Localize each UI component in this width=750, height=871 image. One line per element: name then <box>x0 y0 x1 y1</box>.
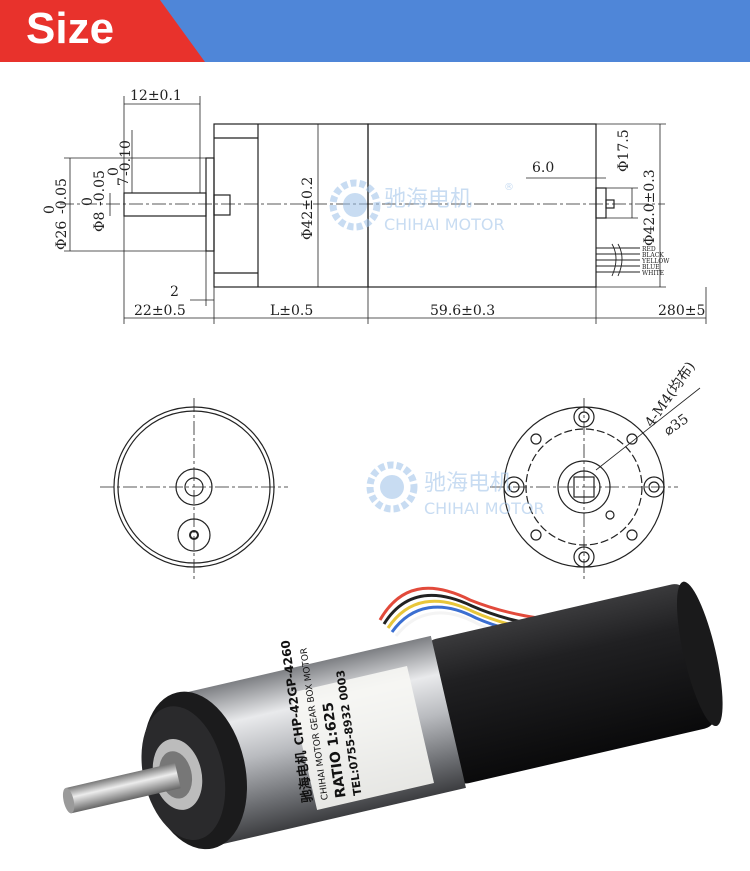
shaft-outline <box>123 192 207 217</box>
gear-icon <box>329 179 381 231</box>
dim-flat: 7 <box>116 177 132 186</box>
dim-encoder-step: 6.0 <box>532 160 554 176</box>
dim-flat-tol-bot: -0.10 <box>118 140 134 176</box>
watermark-cn: 驰海电机 <box>384 187 472 212</box>
label-brand: 驰海电机 <box>293 750 316 804</box>
dim-boss-tol-bot: -0.05 <box>54 178 70 214</box>
wire-black: BLACK <box>642 252 664 259</box>
wire-white: WHITE <box>642 270 664 277</box>
dim-motor-length: 59.6±0.3 <box>430 303 495 319</box>
shaft-key <box>213 194 231 216</box>
wire-red: RED <box>642 246 656 253</box>
page-title: Size <box>26 4 115 53</box>
watermark-logo-mid: 驰海电机 CHIHAI MOTOR <box>366 461 545 518</box>
rear-view <box>100 398 288 580</box>
gear-icon <box>366 461 418 513</box>
dim-encoder-dia: Φ17.5 <box>616 129 632 172</box>
watermark-en: CHIHAI MOTOR <box>384 215 505 234</box>
front-view-text: 4-M4(均布) ⌀35 <box>642 359 699 439</box>
photo-label <box>290 666 435 810</box>
dim-shaft-tol-top: 0 <box>80 197 96 206</box>
wire-bundle <box>596 243 640 277</box>
boss-outline <box>205 157 215 252</box>
dim-gear-dia: Φ42±0.2 <box>300 177 316 240</box>
dim-boss-tol-top: 0 <box>42 205 58 214</box>
side-dimension-text: 12±0.1 7 0 -0.10 Φ26 0 -0.05 Φ8 0 -0.05 … <box>42 88 705 319</box>
watermark-reg: ® <box>504 182 514 193</box>
dim-boss-step: 2 <box>170 284 179 300</box>
dim-shaft-tol-bot: -0.05 <box>92 170 108 206</box>
dim-flat-tol-top: 0 <box>106 167 122 176</box>
side-dimension-lines <box>64 96 707 324</box>
header-banner: Size <box>0 0 750 62</box>
dim-front-length: 22±0.5 <box>134 303 186 319</box>
dim-boss-dia: Φ26 <box>54 221 70 250</box>
dim-shaft-length: 12±0.1 <box>130 88 182 104</box>
watermark-logo-top: 驰海电机 ® CHIHAI MOTOR <box>329 179 514 234</box>
dim-wire-length: 280±5 <box>658 303 705 319</box>
dim-gear-length: L±0.5 <box>270 303 313 319</box>
watermark-cn-mid: 驰海电机 <box>424 471 512 496</box>
wire-yellow: YELLOW <box>641 258 670 265</box>
front-view <box>490 387 701 580</box>
watermark-en-mid: CHIHAI MOTOR <box>424 499 545 518</box>
wire-blue: BLUE <box>642 264 660 271</box>
product-photo: 驰海电机 CHP-42GP-4260 CHIHAI MOTOR GEAR BOX… <box>62 581 723 850</box>
encoder-cap <box>595 187 607 219</box>
dim-shaft-dia: Φ8 <box>92 212 108 232</box>
dim-motor-dia: Φ42.0±0.3 <box>642 169 658 246</box>
header-red-tab <box>0 0 205 62</box>
photo-motor-body <box>424 584 716 784</box>
wire-colors: RED BLACK YELLOW BLUE WHITE <box>641 246 670 277</box>
photo-shaft <box>65 762 181 814</box>
